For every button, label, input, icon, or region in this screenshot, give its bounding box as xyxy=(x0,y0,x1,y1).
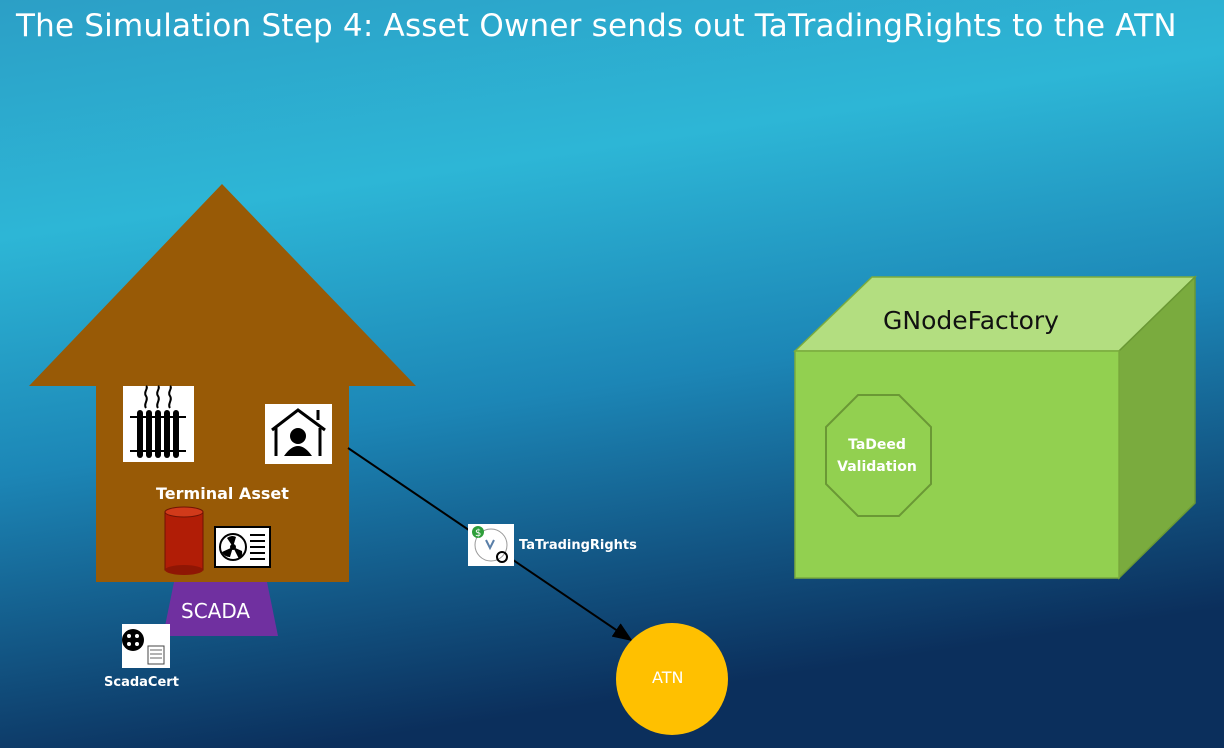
terminal-asset-house xyxy=(29,184,416,582)
water-tank-icon xyxy=(164,506,204,575)
asset-owner-icon xyxy=(265,404,332,464)
radiator-icon xyxy=(123,385,194,462)
scada-box xyxy=(163,582,278,636)
scada-cert-label: ScadaCert xyxy=(104,675,179,690)
trading-rights-icon: $ xyxy=(468,524,514,566)
validation-line-2: Validation xyxy=(837,459,917,475)
trading-rights-label: TaTradingRights xyxy=(519,538,637,553)
validation-line-1: TaDeed xyxy=(848,437,906,453)
scada-label: SCADA xyxy=(181,599,251,623)
tadeed-validation-label: TaDeed Validation xyxy=(826,434,928,478)
heat-pump-icon xyxy=(214,526,271,568)
page-title: The Simulation Step 4: Asset Owner sends… xyxy=(16,8,1177,44)
tadeed-validation-octagon xyxy=(825,394,932,517)
terminal-asset-label: Terminal Asset xyxy=(156,484,289,503)
scada-cert-icon xyxy=(122,624,170,668)
atn-label: ATN xyxy=(652,668,684,687)
gnode-factory-box xyxy=(793,275,1197,580)
gnode-factory-label: GNodeFactory xyxy=(883,306,1059,335)
house-roof xyxy=(29,184,416,386)
atn-node xyxy=(616,623,728,735)
svg-text:$: $ xyxy=(475,528,481,539)
factory-front-face xyxy=(794,350,1120,579)
